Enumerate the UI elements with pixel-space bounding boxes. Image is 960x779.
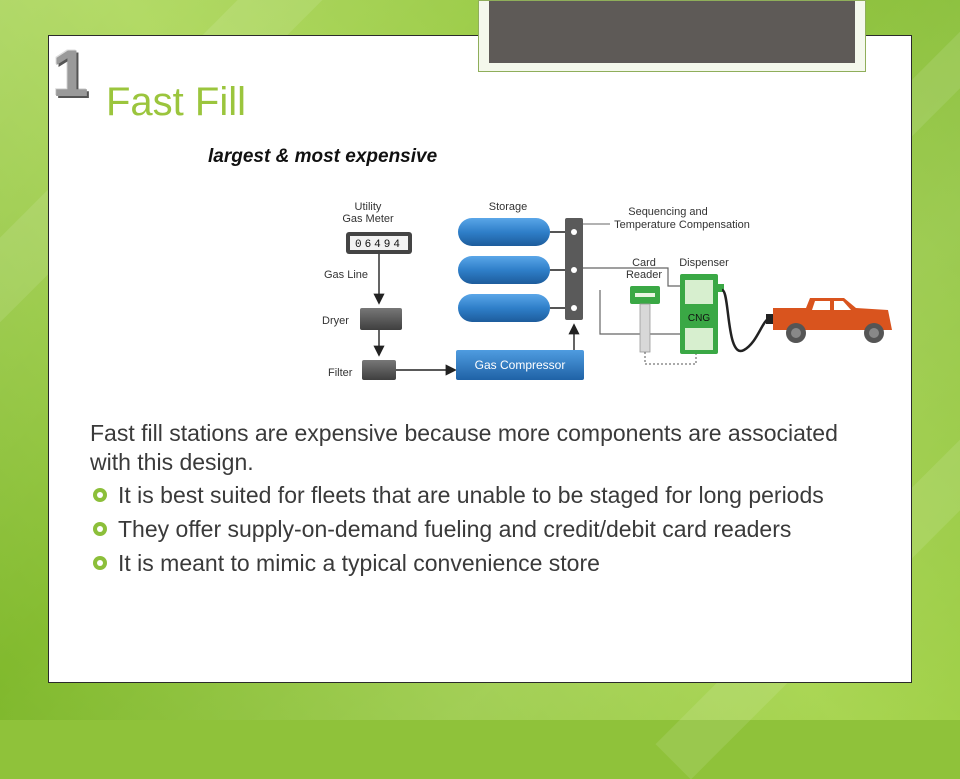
dispenser-panel-bottom	[685, 328, 713, 350]
card-reader-post	[639, 303, 651, 353]
panel-valve	[571, 267, 577, 273]
utility-meter-label: Utility	[355, 201, 382, 213]
gas-compressor	[456, 350, 584, 380]
filter-label: Filter	[328, 367, 353, 379]
pickup-truck-icon	[773, 298, 892, 343]
fast-fill-diagram: Utility Gas Meter 06494 Gas Line Dryer F…	[322, 201, 892, 380]
intro-paragraph: Fast fill stations are expensive because…	[90, 420, 838, 475]
bullet-icon	[93, 556, 107, 570]
header-photo-frame	[478, 0, 866, 72]
card-reader-label: Card	[632, 257, 656, 269]
storage-label: Storage	[489, 201, 528, 213]
card-reader-wire	[644, 352, 697, 365]
bullet-item: It is meant to mimic a typical convenien…	[90, 549, 850, 578]
bullet-list: It is best suited for fleets that are un…	[90, 481, 850, 578]
bullet-icon	[93, 522, 107, 536]
fuel-hose	[720, 288, 771, 352]
fuel-nozzle	[766, 314, 774, 324]
panel-valve	[571, 305, 577, 311]
gas-line-label: Gas Line	[324, 269, 368, 281]
storage-tank	[458, 218, 550, 246]
bullet-text: They offer supply-on-demand fueling and …	[118, 516, 792, 542]
sequencing-label: Sequencing and	[628, 206, 708, 218]
bullet-icon	[93, 488, 107, 502]
bullet-text: It is meant to mimic a typical convenien…	[118, 550, 600, 576]
meter-reading: 06494	[355, 239, 403, 251]
slide-number: 1	[52, 36, 89, 110]
dispenser-panel-top	[685, 280, 713, 304]
filter-unit	[362, 360, 396, 380]
bullet-item: They offer supply-on-demand fueling and …	[90, 515, 850, 544]
gas-meter-display	[350, 236, 408, 250]
card-reader-slot	[635, 293, 655, 297]
supply-pipe	[583, 267, 680, 287]
slide-subtitle: largest & most expensive	[208, 146, 438, 167]
bullet-text: It is best suited for fleets that are un…	[118, 482, 824, 508]
supply-pipe	[599, 290, 680, 335]
storage-tank	[458, 256, 550, 284]
cng-label: CNG	[688, 313, 710, 324]
slide-body: Fast fill stations are expensive because…	[90, 419, 850, 583]
bullet-item: It is best suited for fleets that are un…	[90, 481, 850, 510]
dryer-label: Dryer	[322, 315, 349, 327]
header-photo	[489, 1, 855, 63]
sequencing-label: Temperature Compensation	[614, 219, 750, 231]
card-reader-label: Reader	[626, 269, 662, 281]
dispenser-label: Dispenser	[679, 257, 729, 269]
utility-meter-label: Gas Meter	[342, 213, 394, 225]
slide-title: Fast Fill	[106, 80, 246, 124]
dispenser-nozzle-holder	[718, 284, 724, 292]
storage-tank	[458, 294, 550, 322]
panel-valve	[571, 229, 577, 235]
dryer-unit	[360, 308, 402, 330]
compressor-label: Gas Compressor	[475, 358, 566, 372]
